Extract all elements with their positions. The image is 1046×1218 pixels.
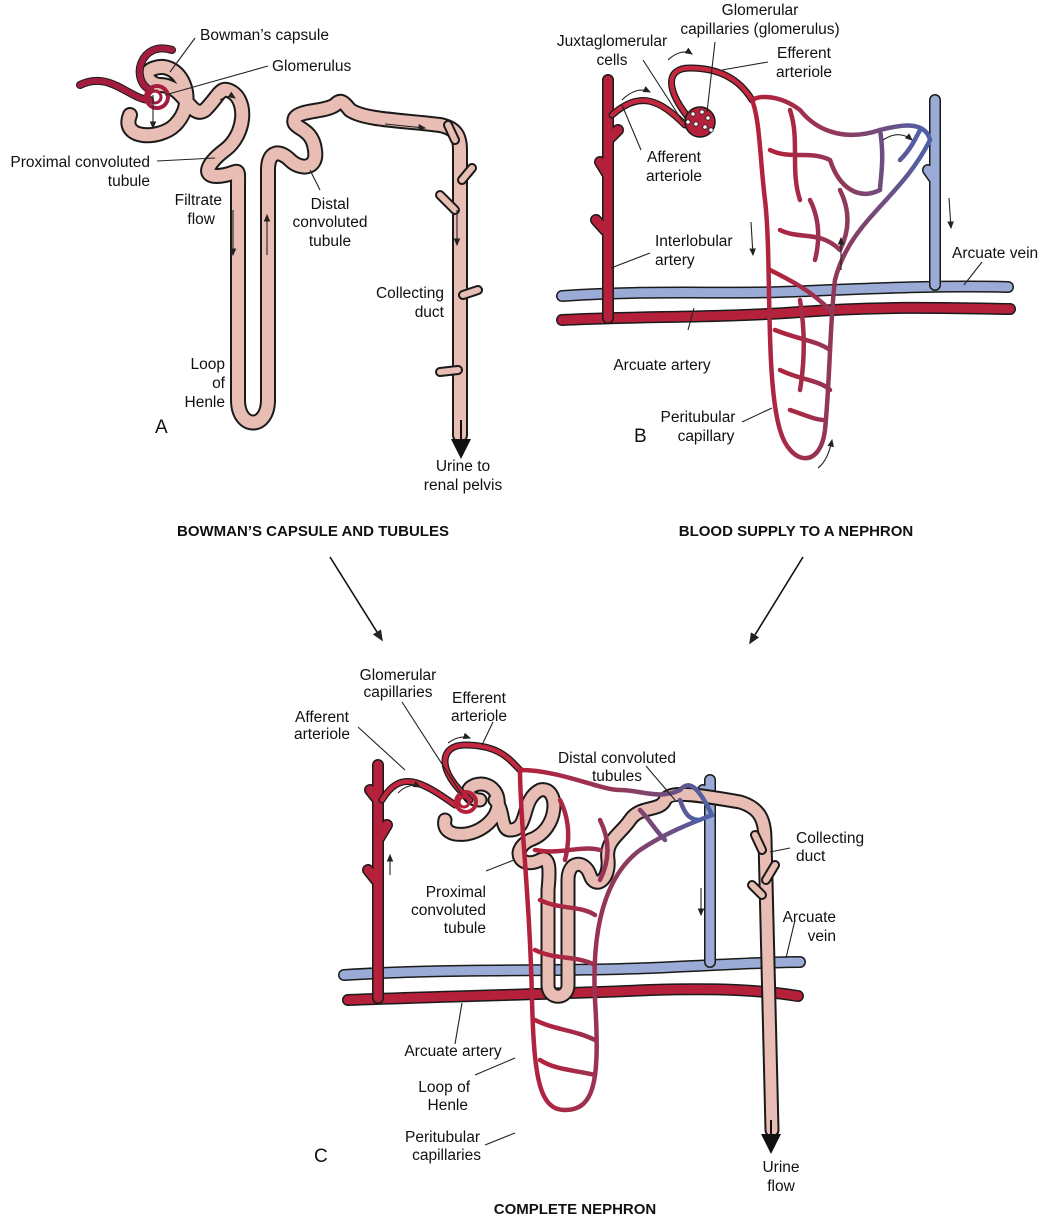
label-proximal-c-1: Proximal	[426, 884, 486, 901]
leader-line	[169, 37, 196, 73]
label-efferent-c-2: arteriole	[451, 708, 507, 725]
label-proximal-2: tubule	[108, 173, 150, 190]
label-bowmans-capsule: Bowman’s capsule	[200, 27, 329, 44]
peritubular-capillaries-c	[517, 767, 716, 1113]
label-collecting-2: duct	[415, 304, 445, 321]
label-proximal-1: Proximal convoluted	[10, 154, 150, 171]
label-loop-3: Henle	[185, 394, 226, 411]
label-filtrate-1: Filtrate	[175, 192, 222, 209]
label-afferent-1: Afferent	[647, 149, 702, 166]
label-juxta-2: cells	[596, 52, 627, 69]
collecting-duct-branches	[435, 120, 483, 377]
panel-letter-c: C	[314, 1146, 328, 1167]
panel-b: Glomerular capillaries (glomerulus) Juxt…	[556, 2, 1038, 540]
label-loop-1: Loop	[191, 356, 225, 373]
label-glomerular-2: capillaries (glomerulus)	[680, 21, 839, 38]
flow-arrow	[219, 91, 236, 101]
label-arcuate-vein-c-1: Arcuate	[783, 909, 836, 926]
label-urine-c-1: Urine	[762, 1159, 799, 1176]
label-collecting-c-2: duct	[796, 848, 826, 865]
label-peritubular-2: capillary	[678, 428, 735, 445]
label-peritubular-c-2: capillaries	[412, 1147, 481, 1164]
label-glomerulus: Glomerulus	[272, 58, 351, 75]
label-efferent-2: arteriole	[776, 64, 832, 81]
label-loop-2: of	[212, 375, 226, 392]
label-collecting-1: Collecting	[376, 285, 444, 302]
panel-a-title: BOWMAN’S CAPSULE AND TUBULES	[177, 523, 449, 540]
label-loop-c-2: Henle	[428, 1097, 469, 1114]
tubule-c	[437, 776, 780, 1138]
label-distal-2: convoluted	[293, 214, 368, 231]
label-distal-3: tubule	[309, 233, 351, 250]
tubule-a	[120, 59, 483, 443]
leader-line	[164, 65, 269, 96]
label-glomerular-c-1: Glomerular	[360, 667, 437, 684]
panel-a: Bowman’s capsule Glomerulus Proximal con…	[10, 27, 502, 540]
label-arcuate-artery-b: Arcuate artery	[613, 357, 711, 374]
label-interlobular-2: artery	[655, 252, 695, 269]
flow-arrow	[384, 123, 427, 131]
arrow-b-to-c	[749, 556, 804, 645]
label-collecting-c-1: Collecting	[796, 830, 864, 847]
label-urine-1: Urine to	[436, 458, 490, 475]
peritubular-capillary-b	[749, 94, 933, 461]
panel-c: Glomerular capillaries Efferent arteriol…	[294, 667, 864, 1218]
label-juxta-1: Juxtaglomerular	[557, 33, 667, 50]
label-distal-1: Distal	[311, 196, 350, 213]
label-arcuate-vein-c-2: vein	[808, 928, 836, 945]
label-efferent-c-1: Efferent	[452, 690, 507, 707]
glomerulus-a	[76, 44, 176, 110]
label-urine-2: renal pelvis	[424, 477, 503, 494]
arrow-a-to-c	[329, 556, 383, 642]
leader-line	[156, 157, 216, 162]
leader-lines-b	[610, 41, 983, 423]
label-afferent-c-2: arteriole	[294, 726, 350, 743]
label-proximal-c-3: tubule	[444, 920, 486, 937]
label-efferent-1: Efferent	[777, 45, 832, 62]
label-urine-c-2: flow	[767, 1178, 795, 1195]
label-peritubular-1: Peritubular	[661, 409, 736, 426]
panel-letter-a: A	[155, 417, 168, 438]
label-proximal-c-2: convoluted	[411, 902, 486, 919]
label-afferent-c-1: Afferent	[295, 709, 350, 726]
panel-letter-b: B	[634, 426, 647, 447]
label-glomerular-1: Glomerular	[722, 2, 799, 19]
label-filtrate-2: flow	[187, 211, 215, 228]
panel-c-title: COMPLETE NEPHRON	[494, 1201, 657, 1218]
panel-b-title: BLOOD SUPPLY TO A NEPHRON	[679, 523, 914, 540]
leader-line	[309, 169, 321, 191]
label-loop-c-1: Loop of	[418, 1079, 470, 1096]
label-arcuate-vein-b: Arcuate vein	[952, 245, 1038, 262]
label-peritubular-c-1: Peritubular	[405, 1129, 480, 1146]
leader-lines-c	[357, 701, 796, 1146]
label-distal-c-1: Distal convoluted	[558, 750, 676, 767]
label-afferent-2: arteriole	[646, 168, 702, 185]
label-arcuate-artery-c: Arcuate artery	[404, 1043, 502, 1060]
label-interlobular-1: Interlobular	[655, 233, 733, 250]
label-distal-c-2: tubules	[592, 768, 642, 785]
label-glomerular-c-2: capillaries	[364, 684, 433, 701]
